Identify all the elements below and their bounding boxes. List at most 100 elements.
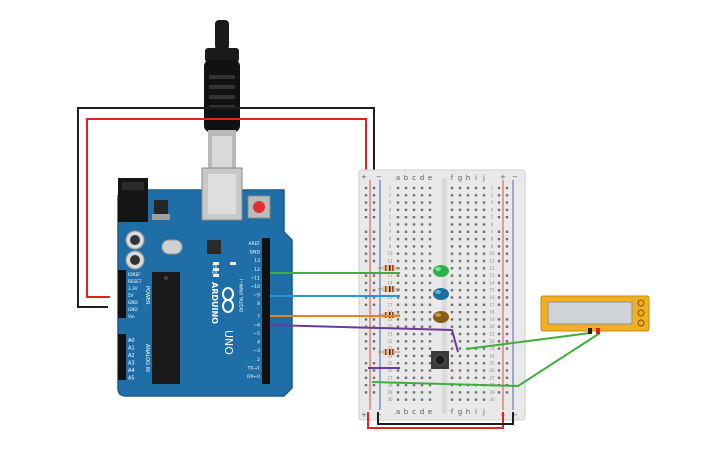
breadboard-hole: [412, 325, 416, 328]
row-number: 27: [387, 375, 393, 380]
breadboard-hole: [466, 216, 470, 219]
rail-hole: [505, 376, 509, 379]
row-number: 27: [489, 375, 495, 380]
rail-hole: [497, 281, 501, 285]
row-number: 20: [489, 324, 495, 329]
breadboard-hole: [474, 318, 478, 321]
row-number: 10: [387, 251, 393, 256]
rail-hole: [364, 318, 368, 321]
breadboard-hole: [420, 391, 424, 394]
breadboard-hole: [428, 376, 432, 379]
rail-hole: [497, 332, 501, 336]
breadboard-hole: [396, 362, 400, 365]
breadboard-hole: [396, 347, 400, 350]
breadboard-hole: [412, 347, 416, 350]
rail-hole: [364, 383, 368, 387]
rail-hole: [364, 376, 368, 379]
breadboard-hole: [420, 237, 424, 241]
rail-hole: [497, 237, 501, 241]
row-number: 25: [489, 361, 495, 366]
led-brown: [433, 311, 449, 323]
digital-pin-label: 7: [257, 314, 260, 320]
analog-in-label: ANALOG IN: [144, 344, 150, 372]
breadboard-hole: [458, 310, 462, 314]
breadboard-hole: [466, 325, 470, 328]
breadboard-hole: [482, 259, 486, 263]
digital-pin-label: 2: [257, 357, 260, 363]
breadboard-hole: [450, 303, 454, 306]
row-number: 26: [489, 368, 495, 373]
breadboard-hole: [404, 259, 408, 263]
breadboard-hole: [428, 332, 432, 336]
breadboard-hole: [404, 237, 408, 241]
column-letter: a: [396, 174, 400, 182]
breadboard-hole: [412, 362, 416, 365]
rail-hole: [505, 340, 509, 343]
rail-hole: [497, 362, 501, 365]
rail-hole: [505, 303, 509, 306]
row-number: 13: [489, 273, 495, 278]
breadboard-hole: [474, 310, 478, 314]
row-number: 1: [491, 186, 494, 191]
breadboard-hole: [420, 252, 424, 255]
breadboard-hole: [404, 223, 408, 226]
breadboard-hole: [482, 281, 486, 285]
breadboard-hole: [474, 237, 478, 241]
breadboard-hole: [450, 318, 454, 321]
rail-hole: [497, 376, 501, 379]
breadboard-hole: [428, 194, 432, 197]
usb-cable: [204, 20, 240, 172]
breadboard-hole: [412, 201, 416, 204]
board-brand: ARDUINO: [210, 282, 219, 324]
digital-pin-label: ~5: [253, 331, 260, 337]
breadboard-hole: [482, 310, 486, 314]
rail-hole: [364, 362, 368, 365]
breadboard-hole: [450, 259, 454, 263]
breadboard-hole: [482, 376, 486, 379]
breadboard-hole: [420, 201, 424, 204]
breadboard-hole: [412, 376, 416, 379]
breadboard-hole: [420, 318, 424, 321]
row-number: 11: [489, 259, 495, 264]
breadboard-hole: [450, 245, 454, 248]
breadboard-hole: [428, 296, 432, 299]
breadboard-hole: [420, 347, 424, 350]
breadboard-hole: [396, 281, 400, 285]
breadboard-hole: [482, 303, 486, 306]
rail-hole: [364, 259, 368, 263]
rail-hole: [497, 274, 501, 277]
breadboard-hole: [412, 354, 416, 358]
breadboard-hole: [466, 230, 470, 233]
breadboard-hole: [450, 281, 454, 285]
analog-pin-label: A5: [128, 376, 135, 382]
breadboard-hole: [428, 274, 432, 277]
analog-header: [118, 334, 126, 380]
breadboard-hole: [404, 208, 408, 212]
digital-pin-label: RX←0: [247, 374, 260, 380]
power-header: [118, 270, 126, 318]
breadboard-hole: [482, 398, 486, 401]
breadboard-hole: [474, 186, 478, 190]
breadboard-hole: [450, 398, 454, 401]
breadboard-hole: [482, 237, 486, 241]
column-letter: c: [412, 408, 416, 416]
breadboard-row-numbers: 1122334455667788991010111112121313141415…: [387, 186, 495, 403]
breadboard-hole: [404, 369, 408, 372]
column-letter: g: [458, 408, 462, 416]
breadboard-hole: [404, 274, 408, 277]
breadboard-hole: [428, 383, 432, 387]
row-number: 23: [489, 346, 495, 351]
breadboard-hole: [482, 223, 486, 226]
breadboard-hole: [404, 318, 408, 321]
breadboard-hole: [412, 267, 416, 270]
breadboard-hole: [458, 201, 462, 204]
breadboard-hole: [450, 252, 454, 255]
rail-hole: [364, 245, 368, 248]
breadboard-hole: [396, 186, 400, 190]
tx-label: TX: [211, 264, 217, 269]
rail-hole: [372, 362, 376, 365]
power-pin-label: GND: [128, 307, 138, 312]
breadboard-hole: [482, 245, 486, 248]
